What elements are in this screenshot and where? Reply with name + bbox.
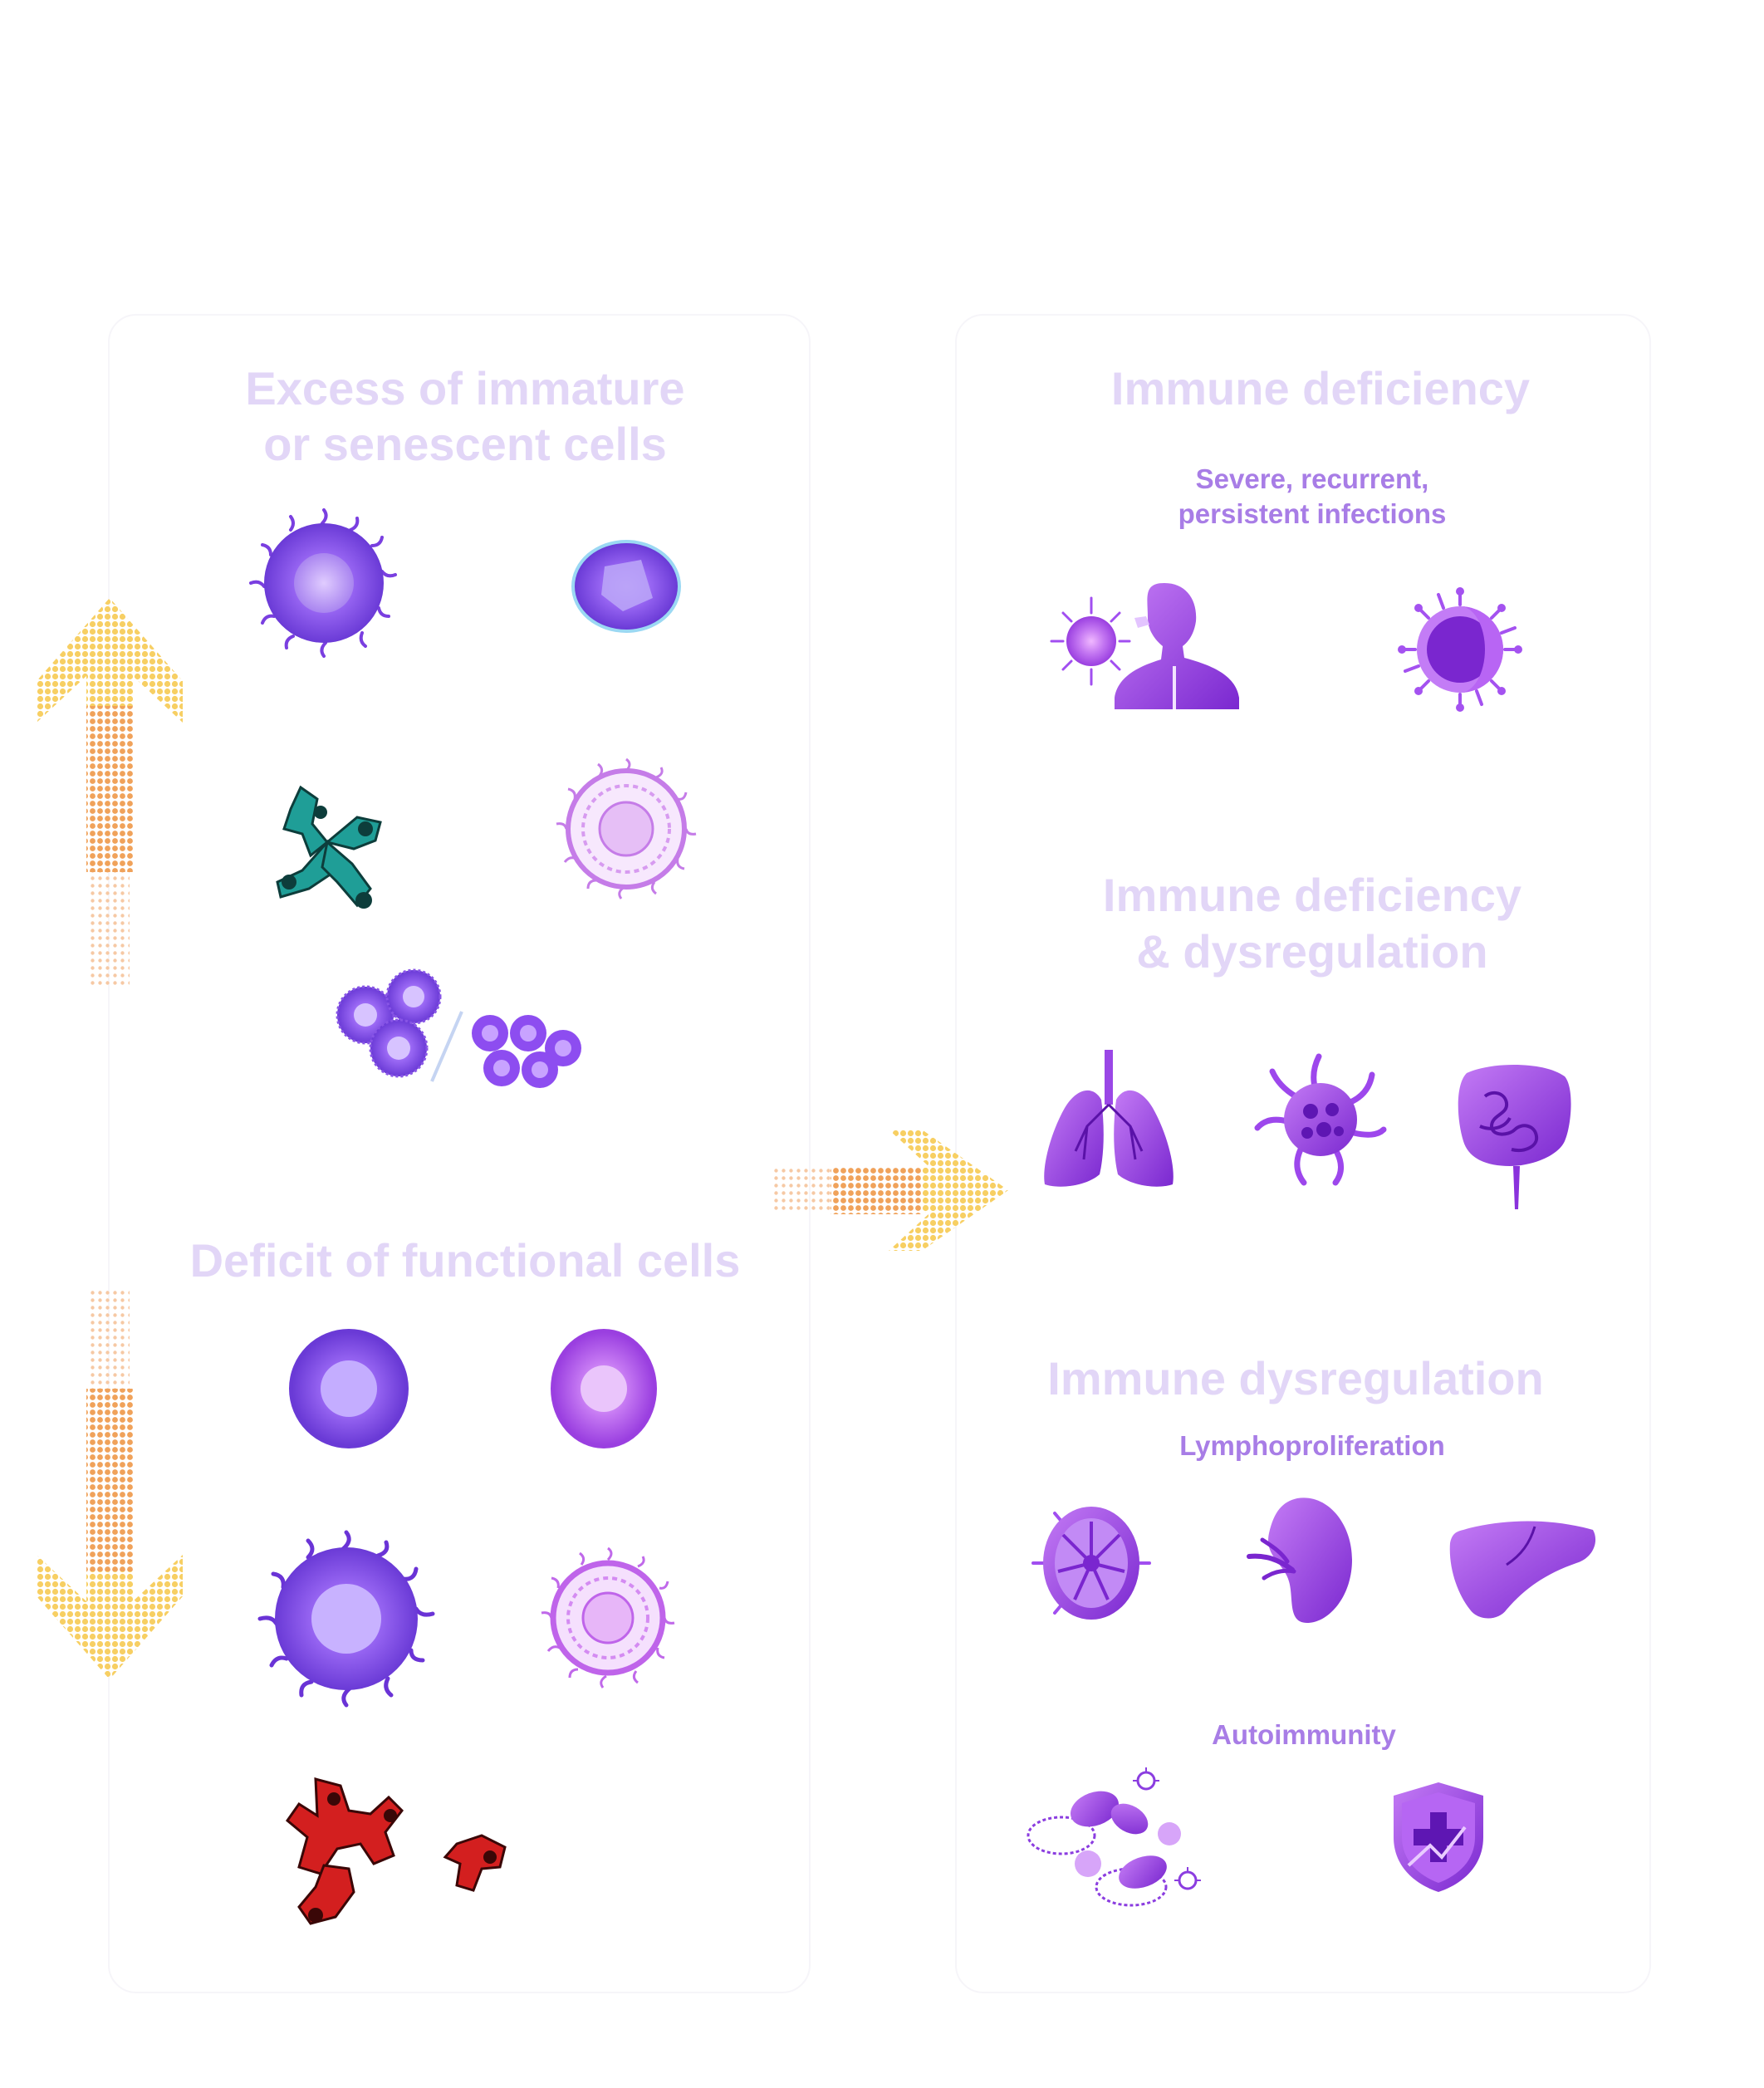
lymphoproliferation-subheading: Lymphoproliferation: [1179, 1430, 1445, 1461]
excess-heading: Excess of immature or senescent cells: [245, 362, 685, 471]
red-antibody-icon: [285, 1777, 507, 1925]
immune-dysregulation-heading: Immune dysregulation: [1047, 1352, 1544, 1404]
intestine-icon: [1458, 1064, 1571, 1209]
immune-deficiency-heading: Immune deficiency: [1110, 362, 1531, 414]
outlined-cell-icon: [556, 757, 697, 899]
dendritic-cell-icon: [1254, 1053, 1387, 1186]
purple-cell-icon: [249, 508, 397, 658]
cell-cluster-icon: [336, 968, 581, 1088]
lungs-icon: [1044, 1050, 1174, 1187]
purple-cell-icon: [289, 1329, 409, 1448]
spiky-cell-icon: [257, 1530, 435, 1708]
deficiency-dysregulation-heading-line2: & dysregulation: [1136, 925, 1488, 978]
decrease-arrow-icon: [37, 1289, 183, 1679]
shield-cross-icon: [1394, 1782, 1483, 1892]
blue-cell-icon: [571, 540, 681, 633]
increase-arrow-icon: [37, 598, 183, 988]
outlined-cell-icon: [541, 1546, 675, 1689]
pink-cell-icon: [551, 1329, 657, 1448]
virus-icon: [1398, 587, 1522, 712]
infections-subheading-line2: persistent infections: [1178, 498, 1447, 529]
right-arrow-icon: [772, 1130, 1008, 1251]
lymph-node-icon: [1031, 1507, 1151, 1620]
deficiency-dysregulation-heading-line1: Immune deficiency: [1102, 869, 1522, 921]
autoimmunity-subheading: Autoimmunity: [1212, 1719, 1396, 1750]
liver-icon: [1449, 1521, 1596, 1619]
infections-subheading-line1: Severe, recurrent,: [1195, 463, 1429, 494]
teal-antibody-icon: [276, 785, 382, 909]
blood-cells-icon: [1027, 1767, 1201, 1907]
deficit-heading: Deficit of functional cells: [189, 1234, 741, 1287]
spleen-icon: [1247, 1497, 1352, 1623]
left-panel: [108, 314, 811, 1993]
respiratory-person-icon: [1050, 583, 1239, 709]
